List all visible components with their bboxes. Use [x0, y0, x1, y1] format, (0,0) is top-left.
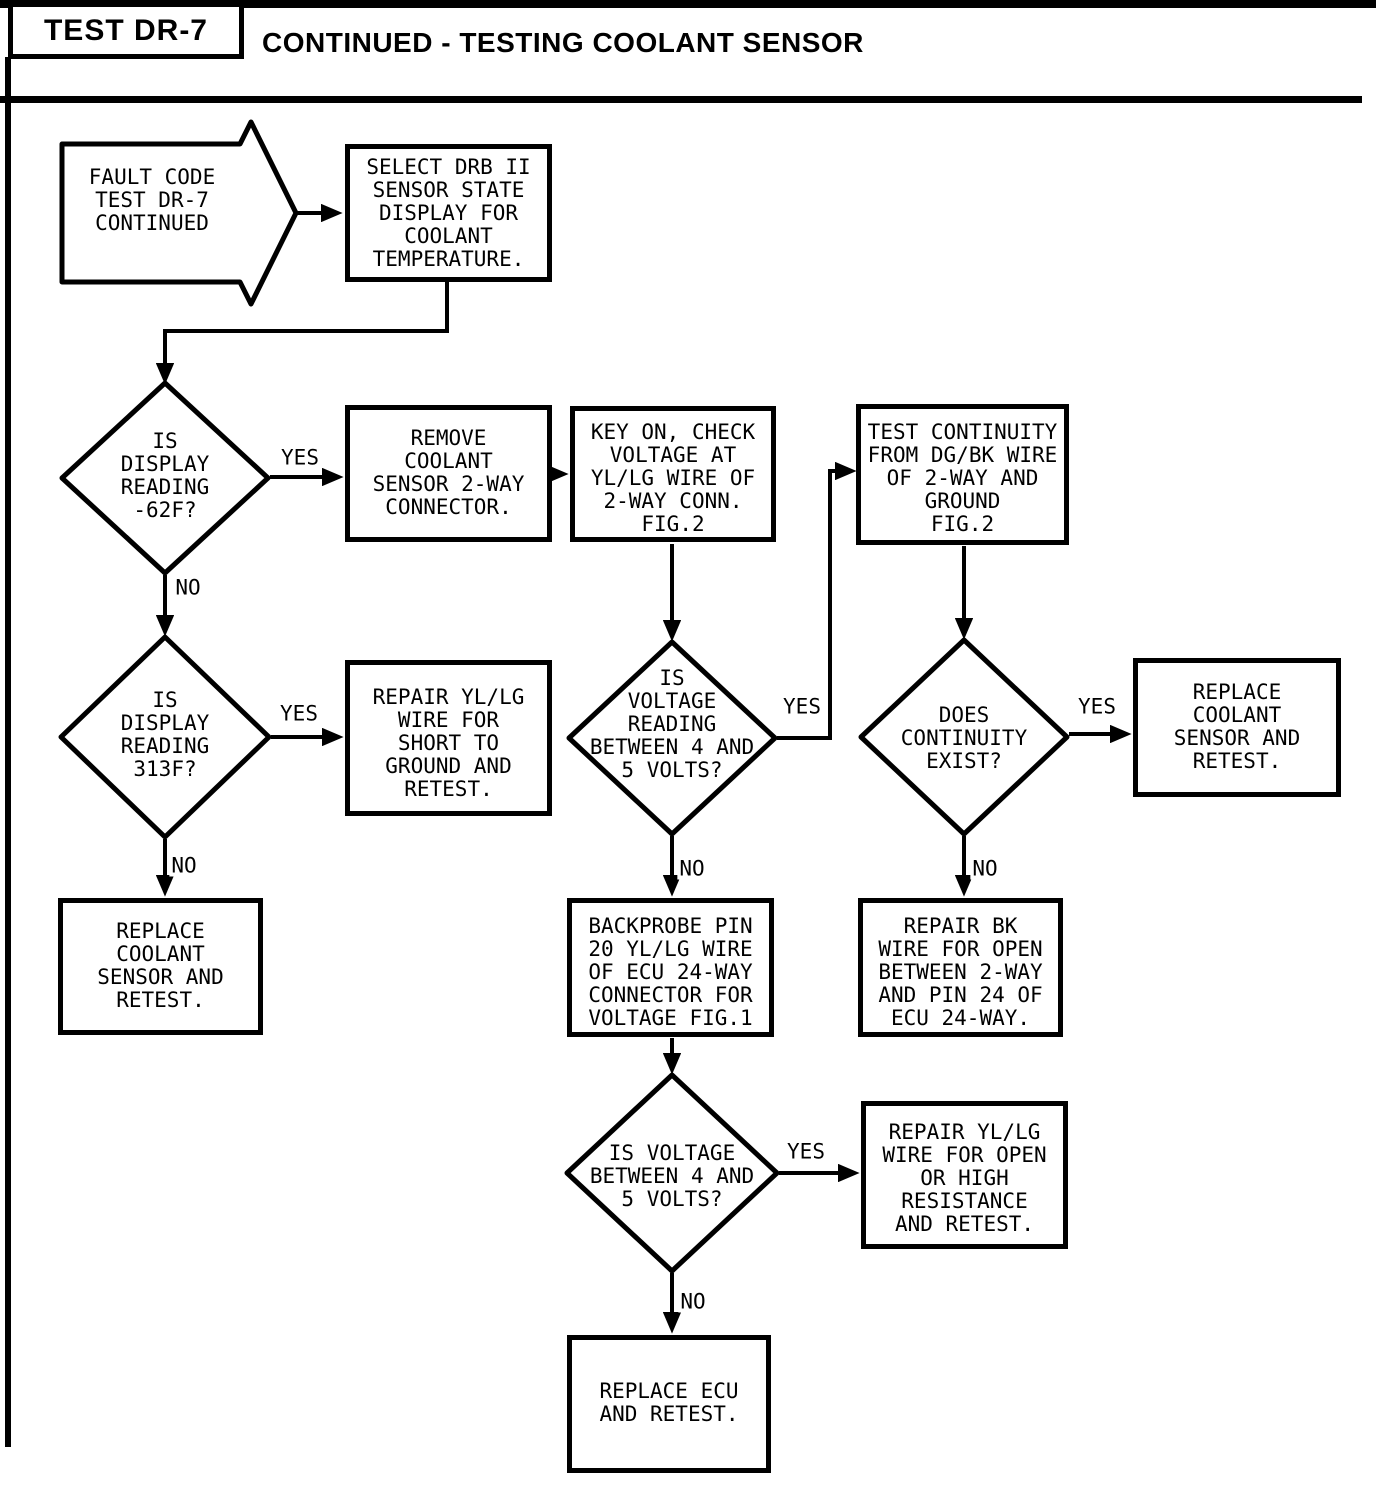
repair-open-label: REPAIR YL/LG WIRE FOR OPEN OR HIGH RESIS… [882, 1120, 1047, 1236]
replace-ecu-label: REPLACE ECU AND RETEST. [599, 1379, 739, 1426]
replace-sensor-right-label: REPLACE COOLANT SENSOR AND RETEST. [1173, 680, 1301, 773]
test-id-box: TEST DR-7 [8, 2, 244, 59]
node-backprobe [567, 898, 774, 1037]
backprobe-label: BACKPROBE PIN 20 YL/LG WIRE OF ECU 24-WA… [588, 914, 753, 1030]
remove-connector-label: REMOVE COOLANT SENSOR 2-WAY CONNECTOR. [372, 426, 525, 519]
decision-display-minus62 [59, 380, 271, 576]
node-replace-ecu [567, 1335, 771, 1473]
repair-bk-label: REPAIR BK WIRE FOR OPEN BETWEEN 2-WAY AN… [878, 914, 1043, 1030]
select-display-label: SELECT DRB II SENSOR STATE DISPLAY FOR C… [366, 155, 531, 271]
node-key-on-check [570, 406, 776, 542]
decision-continuity-exists [858, 637, 1070, 837]
node-test-continuity [856, 404, 1069, 545]
node-repair-short [345, 660, 552, 816]
d2-no-label: NO [169, 853, 199, 878]
node-replace-sensor-right [1133, 658, 1341, 797]
edge-d3yes-to-testcont [777, 461, 857, 740]
continuation-arrow-shape [59, 119, 299, 307]
decision-display-minus62-label: IS DISPLAY READING -62F? [120, 429, 210, 522]
repair-short-label: REPAIR YL/LG WIRE FOR SHORT TO GROUND AN… [372, 685, 525, 801]
decision-voltage-4-5-label: IS VOLTAGE READING BETWEEN 4 AND 5 VOLTS… [589, 666, 755, 782]
top-border [0, 0, 1376, 8]
d1-no-label: NO [173, 575, 203, 600]
d4-no-label: NO [970, 856, 1000, 881]
key-on-check-label: KEY ON, CHECK VOLTAGE AT YL/LG WIRE OF 2… [590, 420, 756, 536]
node-remove-connector [345, 405, 552, 542]
edge-select-to-d1 [155, 282, 449, 385]
node-repair-bk [858, 898, 1063, 1037]
d3-no-label: NO [677, 856, 707, 881]
left-page-border [5, 57, 11, 1447]
d3-yes-label: YES [781, 694, 823, 719]
d5-yes-label: YES [785, 1139, 827, 1164]
d5-no-label: NO [678, 1289, 708, 1314]
node-select-display [345, 144, 552, 282]
test-id-label: TEST DR-7 [43, 13, 208, 47]
decision-voltage-4-5-ecu [564, 1072, 780, 1274]
decision-voltage-4-5-ecu-label: IS VOLTAGE BETWEEN 4 AND 5 VOLTS? [589, 1141, 755, 1211]
d4-yes-label: YES [1076, 694, 1118, 719]
decision-voltage-4-5 [566, 639, 778, 837]
header-divider [0, 96, 1362, 103]
decision-display-313-label: IS DISPLAY READING 313F? [120, 688, 210, 781]
start-banner-label: FAULT CODE TEST DR-7 CONTINUED [88, 165, 216, 235]
node-repair-open [861, 1101, 1068, 1249]
d1-yes-label: YES [279, 445, 321, 470]
node-replace-sensor-left [58, 898, 263, 1035]
page-title: CONTINUED - TESTING COOLANT SENSOR [262, 27, 864, 58]
test-continuity-label: TEST CONTINUITY FROM DG/BK WIRE OF 2-WAY… [867, 420, 1058, 536]
decision-display-313 [58, 634, 272, 840]
d2-yes-label: YES [278, 701, 320, 726]
replace-sensor-left-label: REPLACE COOLANT SENSOR AND RETEST. [97, 919, 224, 1012]
decision-continuity-exists-label: DOES CONTINUITY EXIST? [900, 703, 1028, 773]
